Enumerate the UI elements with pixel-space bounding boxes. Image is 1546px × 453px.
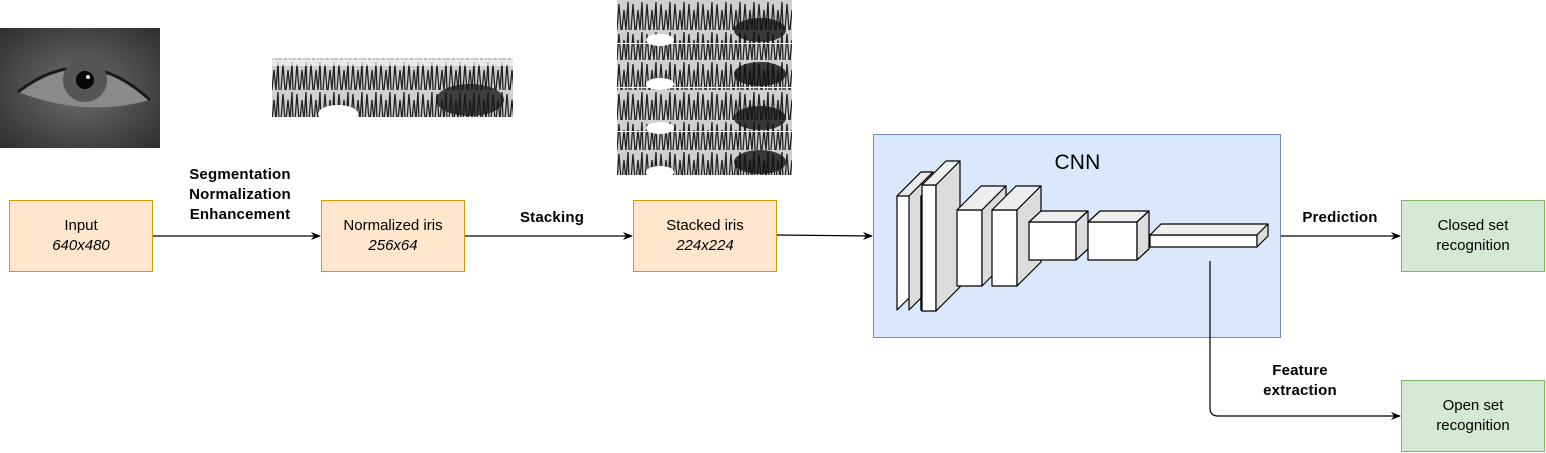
edge-label-prediction: Prediction xyxy=(1302,209,1378,226)
input-size: 640x480 xyxy=(52,237,110,254)
edge-label-preprocess: Segmentation Normalization Enhancement xyxy=(170,165,310,225)
edge-label-extraction: extraction xyxy=(1263,382,1337,399)
normalized-size: 256x64 xyxy=(368,237,418,254)
closed-set-line1: Closed set xyxy=(1437,217,1509,234)
input-node: Input 640x480 xyxy=(9,200,153,272)
normalized-iris-strip xyxy=(272,58,513,123)
stacked-label: Stacked iris xyxy=(666,217,744,234)
normalized-node: Normalized iris 256x64 xyxy=(321,200,465,272)
edge-label-enhancement: Enhancement xyxy=(189,206,291,223)
open-set-line1: Open set xyxy=(1442,397,1504,414)
open-set-line2: recognition xyxy=(1436,417,1510,434)
edge-label-normalization: Normalization xyxy=(189,186,291,203)
normalized-label: Normalized iris xyxy=(343,217,443,234)
cnn-layer-5 xyxy=(1028,221,1077,261)
stacked-node: Stacked iris 224x224 xyxy=(633,200,777,272)
edge-label-stacking: Stacking xyxy=(519,209,585,226)
stacked-size: 224x224 xyxy=(676,237,734,254)
eye-photo xyxy=(0,28,160,148)
cnn-layer-6 xyxy=(1087,221,1138,261)
edge-label-segmentation: Segmentation xyxy=(189,166,291,183)
cnn-layers xyxy=(896,160,1269,312)
edge-stacked-cnn xyxy=(776,231,873,240)
edge-label-feature-extraction: Feature extraction xyxy=(1245,361,1355,401)
input-label: Input xyxy=(64,217,98,234)
stacked-iris-strips xyxy=(617,0,792,178)
edge-label-feature: Feature xyxy=(1272,362,1328,379)
cnn-label: CNN xyxy=(1054,151,1101,174)
closed-set-node: Closed set recognition xyxy=(1401,200,1545,272)
closed-set-line2: recognition xyxy=(1436,237,1510,254)
open-set-node: Open set recognition xyxy=(1401,380,1545,452)
cnn-layer-4 xyxy=(991,209,1018,287)
cnn-fc-layer xyxy=(1149,234,1258,248)
edge-cnn-open xyxy=(1209,261,1401,420)
cnn-layer-3 xyxy=(921,184,937,312)
